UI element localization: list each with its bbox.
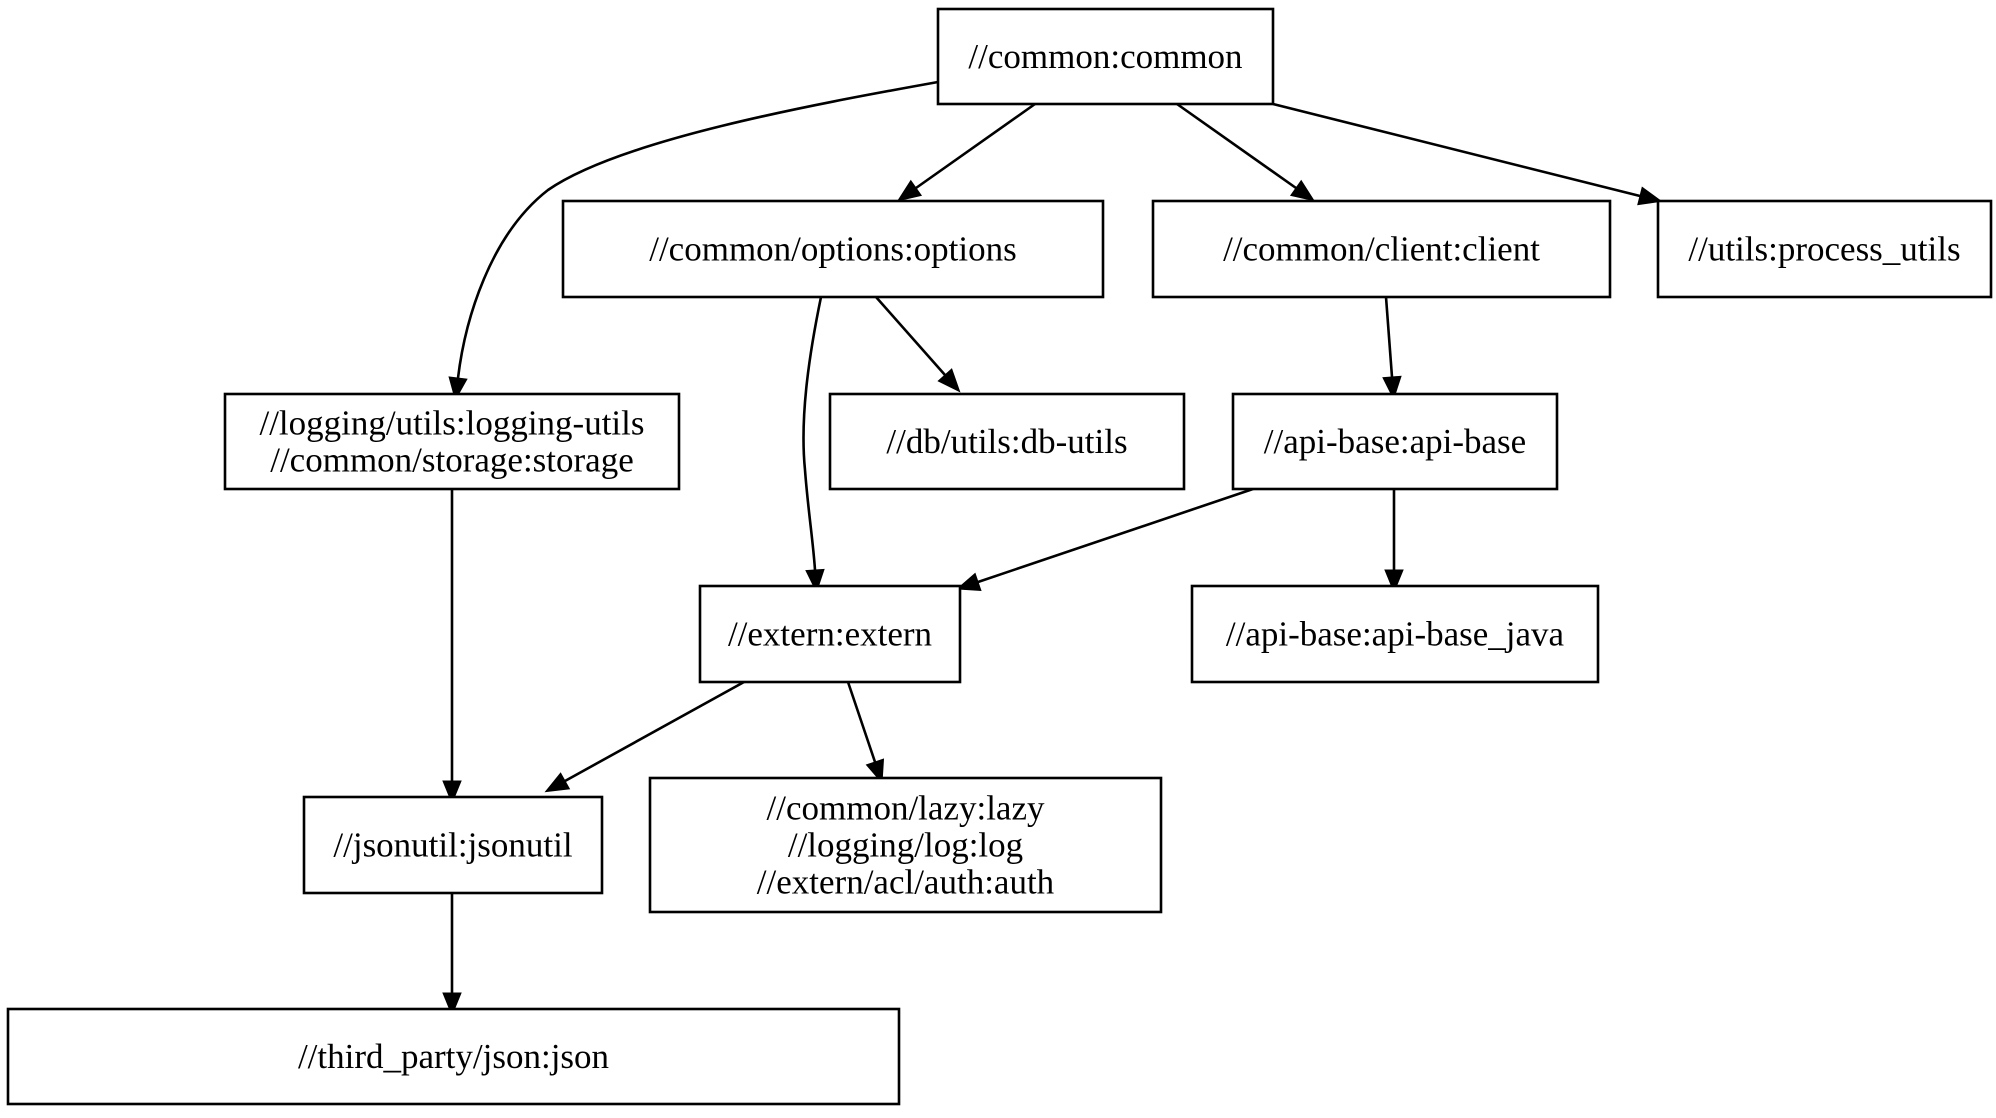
edge-extern-to-lazy-log-auth: [846, 681, 877, 763]
node-box: [561, 199, 1105, 299]
node-client: //common/client:client: [1151, 199, 1612, 299]
graph-edges: [442, 80, 1663, 1017]
arrowhead-api-base-to-extern: [955, 572, 982, 592]
graph-nodes: //common:common //common/options:options /…: [6, 7, 1993, 1106]
edge-common-to-client: [1176, 102, 1297, 190]
node-label: //db/utils:db-utils: [886, 422, 1127, 461]
arrowhead-extern-to-jsonutil: [544, 772, 571, 793]
arrowhead-logging-storage-to-jsonutil: [442, 780, 462, 805]
edge-common-to-process-utils: [1272, 102, 1641, 198]
node-box: [698, 584, 962, 684]
node-label: //common:common: [968, 37, 1242, 76]
node-box: [6, 1007, 901, 1106]
edge-client-to-api-base: [1384, 296, 1394, 378]
node-label: //common/lazy:lazy: [767, 789, 1045, 828]
node-box: [1656, 199, 1993, 299]
node-label: //extern/acl/auth:auth: [757, 863, 1055, 902]
edge-api-base-to-extern: [977, 487, 1254, 584]
node-box: [936, 7, 1275, 106]
node-label: //extern:extern: [728, 615, 932, 654]
node-api-base: //api-base:api-base: [1231, 392, 1559, 491]
node-label: //utils:process_utils: [1688, 230, 1960, 269]
arrowhead-options-to-extern: [805, 568, 825, 594]
node-extern: //extern:extern: [698, 584, 962, 684]
node-label: //logging/log:log: [788, 826, 1023, 865]
arrowhead-api-base-to-api-base-java: [1384, 569, 1404, 594]
node-label: //logging/utils:logging-utils: [259, 404, 644, 443]
node-box: [1151, 199, 1612, 299]
node-box: [1231, 392, 1559, 491]
node-common: //common:common: [936, 7, 1275, 106]
edge-options-to-db-utils: [875, 296, 946, 376]
node-json: //third_party/json:json: [6, 1007, 901, 1106]
node-box: [223, 392, 681, 491]
node-logging-storage: //logging/utils:logging-utils//common/st…: [223, 392, 681, 491]
node-label: //jsonutil:jsonutil: [333, 826, 572, 865]
arrowhead-options-to-db-utils: [937, 368, 961, 393]
node-box: [1190, 584, 1600, 684]
node-jsonutil: //jsonutil:jsonutil: [302, 795, 604, 895]
node-label: //common/client:client: [1223, 230, 1540, 269]
edge-common-to-logging-storage: [456, 80, 939, 379]
edge-common-to-options: [915, 102, 1036, 190]
node-label: //common/options:options: [649, 230, 1017, 269]
node-process-utils: //utils:process_utils: [1656, 199, 1993, 299]
edge-extern-to-jsonutil: [564, 680, 745, 783]
arrowhead-common-to-client: [1289, 179, 1316, 202]
edge-options-to-extern: [802, 296, 823, 571]
arrowhead-common-to-options: [896, 179, 923, 202]
node-lazy-log-auth: //common/lazy:lazy//logging/log:log//ext…: [648, 776, 1163, 914]
node-label: //common/storage:storage: [270, 441, 634, 480]
node-box: [828, 392, 1186, 491]
node-label: //api-base:api-base_java: [1226, 615, 1565, 654]
arrowhead-jsonutil-to-json: [442, 992, 462, 1017]
node-options: //common/options:options: [561, 199, 1105, 299]
node-api-base-java: //api-base:api-base_java: [1190, 584, 1600, 684]
arrowhead-common-to-process-utils: [1637, 186, 1663, 206]
node-label: //third_party/json:json: [298, 1037, 609, 1076]
arrowhead-common-to-logging-storage: [448, 376, 468, 402]
node-db-utils: //db/utils:db-utils: [828, 392, 1186, 491]
arrowhead-client-to-api-base: [1382, 375, 1402, 401]
node-box: [648, 776, 1163, 914]
node-label: //api-base:api-base: [1264, 422, 1526, 461]
node-box: [302, 795, 604, 895]
